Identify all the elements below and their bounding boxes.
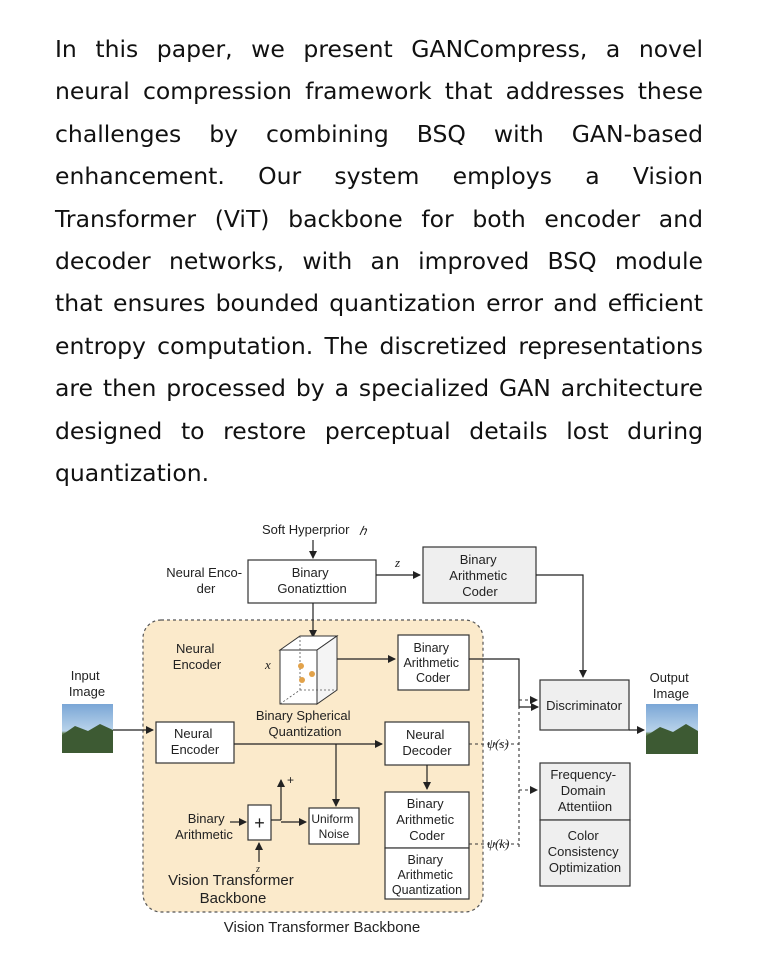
paragraph-line: entropy computation. The discretized rep… <box>55 331 703 360</box>
paragraph-line: that ensures bounded quantization error … <box>55 289 703 318</box>
x-label: x <box>264 657 271 672</box>
svg-text:Binary Gonatizttion: Binary Gonatizttion <box>277 565 346 596</box>
svg-text:Binary Arithmetic Quan: Binary Arithmetic Quantization <box>392 853 462 897</box>
binary-arithmetic-quantization <box>384 847 470 900</box>
color-consistency-box <box>539 819 631 887</box>
z-small-label: z <box>255 864 260 875</box>
frequency-domain-attention-box <box>539 762 631 821</box>
discriminator-box <box>539 679 630 731</box>
neural-encoder-top-label: Neural Enco- der <box>166 565 246 596</box>
lower-binary-arithmetic-coder <box>384 791 470 849</box>
plus-box <box>247 804 272 841</box>
paragraph-line: quantization. <box>55 459 210 488</box>
paragraph-line: neural compression framework that addres… <box>55 77 703 106</box>
paragraph-line: challenges by combining BSQ with GAN-bas… <box>55 119 703 148</box>
psi-k-label: ψ(k) <box>487 836 510 851</box>
input-image-label: Input Image <box>69 668 105 699</box>
svg-text:Color Consistency Opti: Color Consistency Optimization <box>548 828 622 875</box>
svg-text:Neural Encoder: Neural Encoder <box>171 726 220 757</box>
psi-s-label: ψ(s) <box>487 736 509 751</box>
svg-text:Binary Arithmetic Code: Binary Arithmetic Coder <box>396 796 457 843</box>
svg-text:Binary Arithmetic Code: Binary Arithmetic Coder <box>403 641 462 685</box>
input-image-thumbnail <box>62 704 113 753</box>
top-binary-arithmetic-coder <box>422 546 537 604</box>
paragraph-line: designed to restore perceptual details l… <box>55 416 703 445</box>
paragraph-line: decoder networks, with an improved BSQ m… <box>55 247 703 276</box>
neural-encoder-panel-label: Neural Encoder <box>173 641 222 672</box>
paragraph-line: are then processed by a specialized GAN … <box>55 374 703 403</box>
z-label: z <box>394 555 400 570</box>
neural-encoder-box <box>155 721 235 764</box>
binary-arithmetic-left-label: Binary Arithmetic <box>175 811 233 842</box>
svg-text:Discriminator: Discriminator <box>546 698 623 713</box>
paragraph-line: Transformer (ViT) backbone for both enco… <box>55 204 703 233</box>
vit-inside-label: Vision Transformer Backbone <box>168 872 298 907</box>
svg-text:Uniform Noise: Uniform Noise <box>311 812 356 841</box>
output-image-thumbnail <box>646 704 698 754</box>
paragraph-line: In this paper, we present GANCompress, a… <box>55 35 703 63</box>
hyperprior-symbol: ℎ <box>359 524 368 538</box>
svg-text:+: + <box>254 813 265 833</box>
uniform-noise-box <box>308 807 360 845</box>
vit-caption: Vision Transformer Backbone <box>224 919 421 936</box>
svg-text:Frequency- Domain Atte: Frequency- Domain Attentiion <box>550 767 619 814</box>
binary-gonatization-box <box>247 559 377 604</box>
plus-top-label: + <box>287 773 294 787</box>
svg-text:Neural Decoder: Neural Decoder <box>402 727 452 758</box>
panel-binary-arithmetic-coder <box>397 634 470 691</box>
bsq-label: Binary Spherical Quantization <box>256 708 354 739</box>
output-image-label: Output Image <box>650 670 693 701</box>
svg-text:Binary Arithmetic Code: Binary Arithmetic Coder <box>449 552 510 599</box>
soft-hyperprior-label: Soft Hyperprior <box>262 522 350 537</box>
paragraph-line: enhancement. Our system employs a Vision <box>55 162 703 191</box>
cube-icon <box>278 635 339 705</box>
body-paragraph: In this paper, we present GANCompress, a… <box>55 28 703 494</box>
